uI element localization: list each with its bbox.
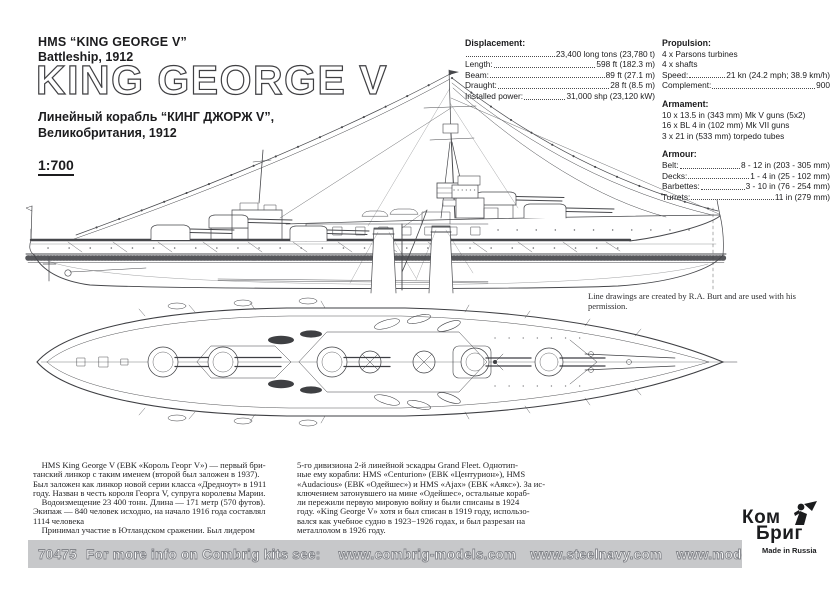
history-line: Был заложен как линкор новой серии класс… <box>33 478 267 489</box>
spec-label: Length: <box>465 59 493 70</box>
spec-row: Belt: 8 - 12 in (203 - 305 mm) <box>662 160 830 171</box>
website-combrig: www.combrig-models.com <box>338 546 517 562</box>
spec-header: Propulsion: <box>662 38 711 48</box>
leader-dots <box>524 98 566 100</box>
history-line: году. «King George V» хотя и был списан … <box>297 506 530 517</box>
made-in-russia-label: Made in Russia <box>762 546 817 555</box>
leader-dots <box>679 167 740 169</box>
spec-value: 11 in (279 mm) <box>774 191 830 202</box>
kit-title: KING GEORGE V <box>35 57 389 103</box>
leader-dots <box>688 178 750 180</box>
spec-row: Complement: 900 <box>662 80 830 91</box>
spec-row: Speed: 21 kn (24.2 mph; 38.9 km/h) <box>662 70 830 81</box>
history-line: ные ему корабли: HMS «Centurion» (ЕВК «Ц… <box>297 469 526 480</box>
leader-dots <box>689 77 726 79</box>
leader-dots <box>700 188 745 190</box>
leader-dots <box>712 87 816 89</box>
sailor-icon <box>794 501 817 525</box>
spec-line: 3 x 21 in (533 mm) torpedo tubes <box>662 130 785 141</box>
footer-info-text: For more info on Combrig kits see: <box>86 546 321 562</box>
history-column-2: 5-го дивизиона 2-й линейной эскадры Gran… <box>297 460 550 536</box>
logo-text-bottom: Бриг <box>756 523 803 544</box>
spec-value: 1 - 4 in (25 - 102 mm) <box>750 170 830 181</box>
website-steelnavy: www.steelnavy.com <box>530 546 663 562</box>
drawing-credit-note: Line drawings are created by R.A. Burt a… <box>588 291 796 311</box>
spec-header: Displacement: <box>465 38 526 48</box>
spec-row: Turrets: 11 in (279 mm) <box>662 192 830 203</box>
spec-value: 900 <box>816 80 830 91</box>
history-line: «Audacious» (ЕВК «Одейшес») и HMS «Ajax»… <box>297 478 546 489</box>
spec-label: Turrets: <box>662 191 691 202</box>
ship-name-russian: Линейный корабль “КИНГ ДЖОРЖ V”, <box>38 110 275 124</box>
leader-dots <box>466 56 555 58</box>
spec-value: 28 ft (8.5 m) <box>610 80 655 91</box>
spec-value: 23,400 long tons (23,780 t) <box>555 48 655 59</box>
logo-text-top: Ком <box>742 507 781 528</box>
history-line: ключением затонувшего на мине «Одейшес»,… <box>297 487 530 498</box>
leader-dots <box>493 66 596 68</box>
history-text: HMS King George V (ЕВК «Король Георг V»)… <box>33 460 550 536</box>
history-line: Принимал участие в Ютландском сражении. … <box>33 525 255 536</box>
spec-line: 16 x BL 4 in (102 mm) Mk VII guns <box>662 120 790 131</box>
leader-dots <box>497 87 610 89</box>
ship-type-year: Battleship, 1912 <box>38 50 134 64</box>
spec-row: Barbettes: 3 - 10 in (76 - 254 mm) <box>662 181 830 192</box>
history-line: Экипаж — 840 человек исходно, на начало … <box>33 506 266 517</box>
history-line: ли пережили первую мировую войну и были … <box>297 497 520 508</box>
plan-view-drawing <box>36 297 738 427</box>
footer-bar: 70475 For more info on Combrig kits see:… <box>28 540 742 568</box>
spec-row: Decks: 1 - 4 in (25 - 102 mm) <box>662 171 830 182</box>
spec-label: Speed: <box>662 69 689 80</box>
spec-line: 4 x shafts <box>662 59 698 70</box>
spec-label: Barbettes: <box>662 181 700 192</box>
history-line: 1114 человека <box>33 515 85 526</box>
leader-dots <box>691 199 774 201</box>
spec-header: Armour: <box>662 149 697 160</box>
spec-label: Installed power: <box>465 90 524 101</box>
ship-name-english: HMS “KING GEORGE V” <box>38 35 187 49</box>
spec-block-right: Propulsion: 4 x Parsons turbines 4 x sha… <box>662 38 830 202</box>
spec-value: 3 - 10 in (76 - 254 mm) <box>745 181 830 192</box>
spec-header: Armament: <box>662 98 709 109</box>
spec-label: Decks: <box>662 170 688 181</box>
spec-line: 10 x 13.5 in (343 mm) Mk V guns (5x2) <box>662 109 806 120</box>
spec-label: Beam: <box>465 69 489 80</box>
spec-row: Beam: 89 ft (27.1 m) <box>465 70 655 81</box>
spec-value: 21 kn (24.2 mph; 38.9 km/h) <box>726 69 830 80</box>
history-line: танский линкор с таким именем (второй бы… <box>33 469 260 480</box>
history-line: металлолом в 1926 году. <box>297 525 386 536</box>
history-column-1: HMS King George V (ЕВК «Король Георг V»)… <box>33 460 286 536</box>
website-modelwarships: www.modelwarships.com <box>676 546 742 562</box>
spec-row: Draught: 28 ft (8.5 m) <box>465 80 655 91</box>
spec-row: 23,400 long tons (23,780 t) <box>465 49 655 60</box>
spec-line: 4 x Parsons turbines <box>662 48 738 59</box>
spec-block-displacement: Displacement: 23,400 long tons (23,780 t… <box>465 38 655 102</box>
spec-label: Belt: <box>662 159 679 170</box>
history-line: 5-го дивизиона 2-й линейной эскадры Gran… <box>297 460 518 470</box>
spec-value: 598 ft (182.3 m) <box>596 59 655 70</box>
spec-label: Complement: <box>662 80 712 91</box>
spec-value: 89 ft (27.1 m) <box>605 69 655 80</box>
history-line: году. Назван в честь короля Георга V, су… <box>33 487 266 498</box>
side-profile-drawing <box>25 69 727 294</box>
leader-dots <box>489 77 605 79</box>
history-line: HMS King George V (ЕВК «Король Георг V»)… <box>33 460 266 470</box>
spec-value: 8 - 12 in (203 - 305 mm) <box>741 159 830 170</box>
ship-country-russian: Великобритания, 1912 <box>38 126 177 140</box>
history-line: Водоизмещение 23 400 тонн. Длина — 171 м… <box>33 497 266 508</box>
spec-label: Draught: <box>465 80 497 91</box>
kit-number: 70475 <box>38 546 78 562</box>
history-line: вался как учебное судно в 1923−1926 года… <box>297 515 526 526</box>
spec-row: Installed power: 31,000 shp (23,120 kW) <box>465 91 655 102</box>
spec-value: 31,000 shp (23,120 kW) <box>566 90 655 101</box>
combrig-logo: Ком Бриг Made in Russia <box>742 501 820 567</box>
scale-label: 1:700 <box>38 157 74 176</box>
spec-row: Length: 598 ft (182.3 m) <box>465 59 655 70</box>
